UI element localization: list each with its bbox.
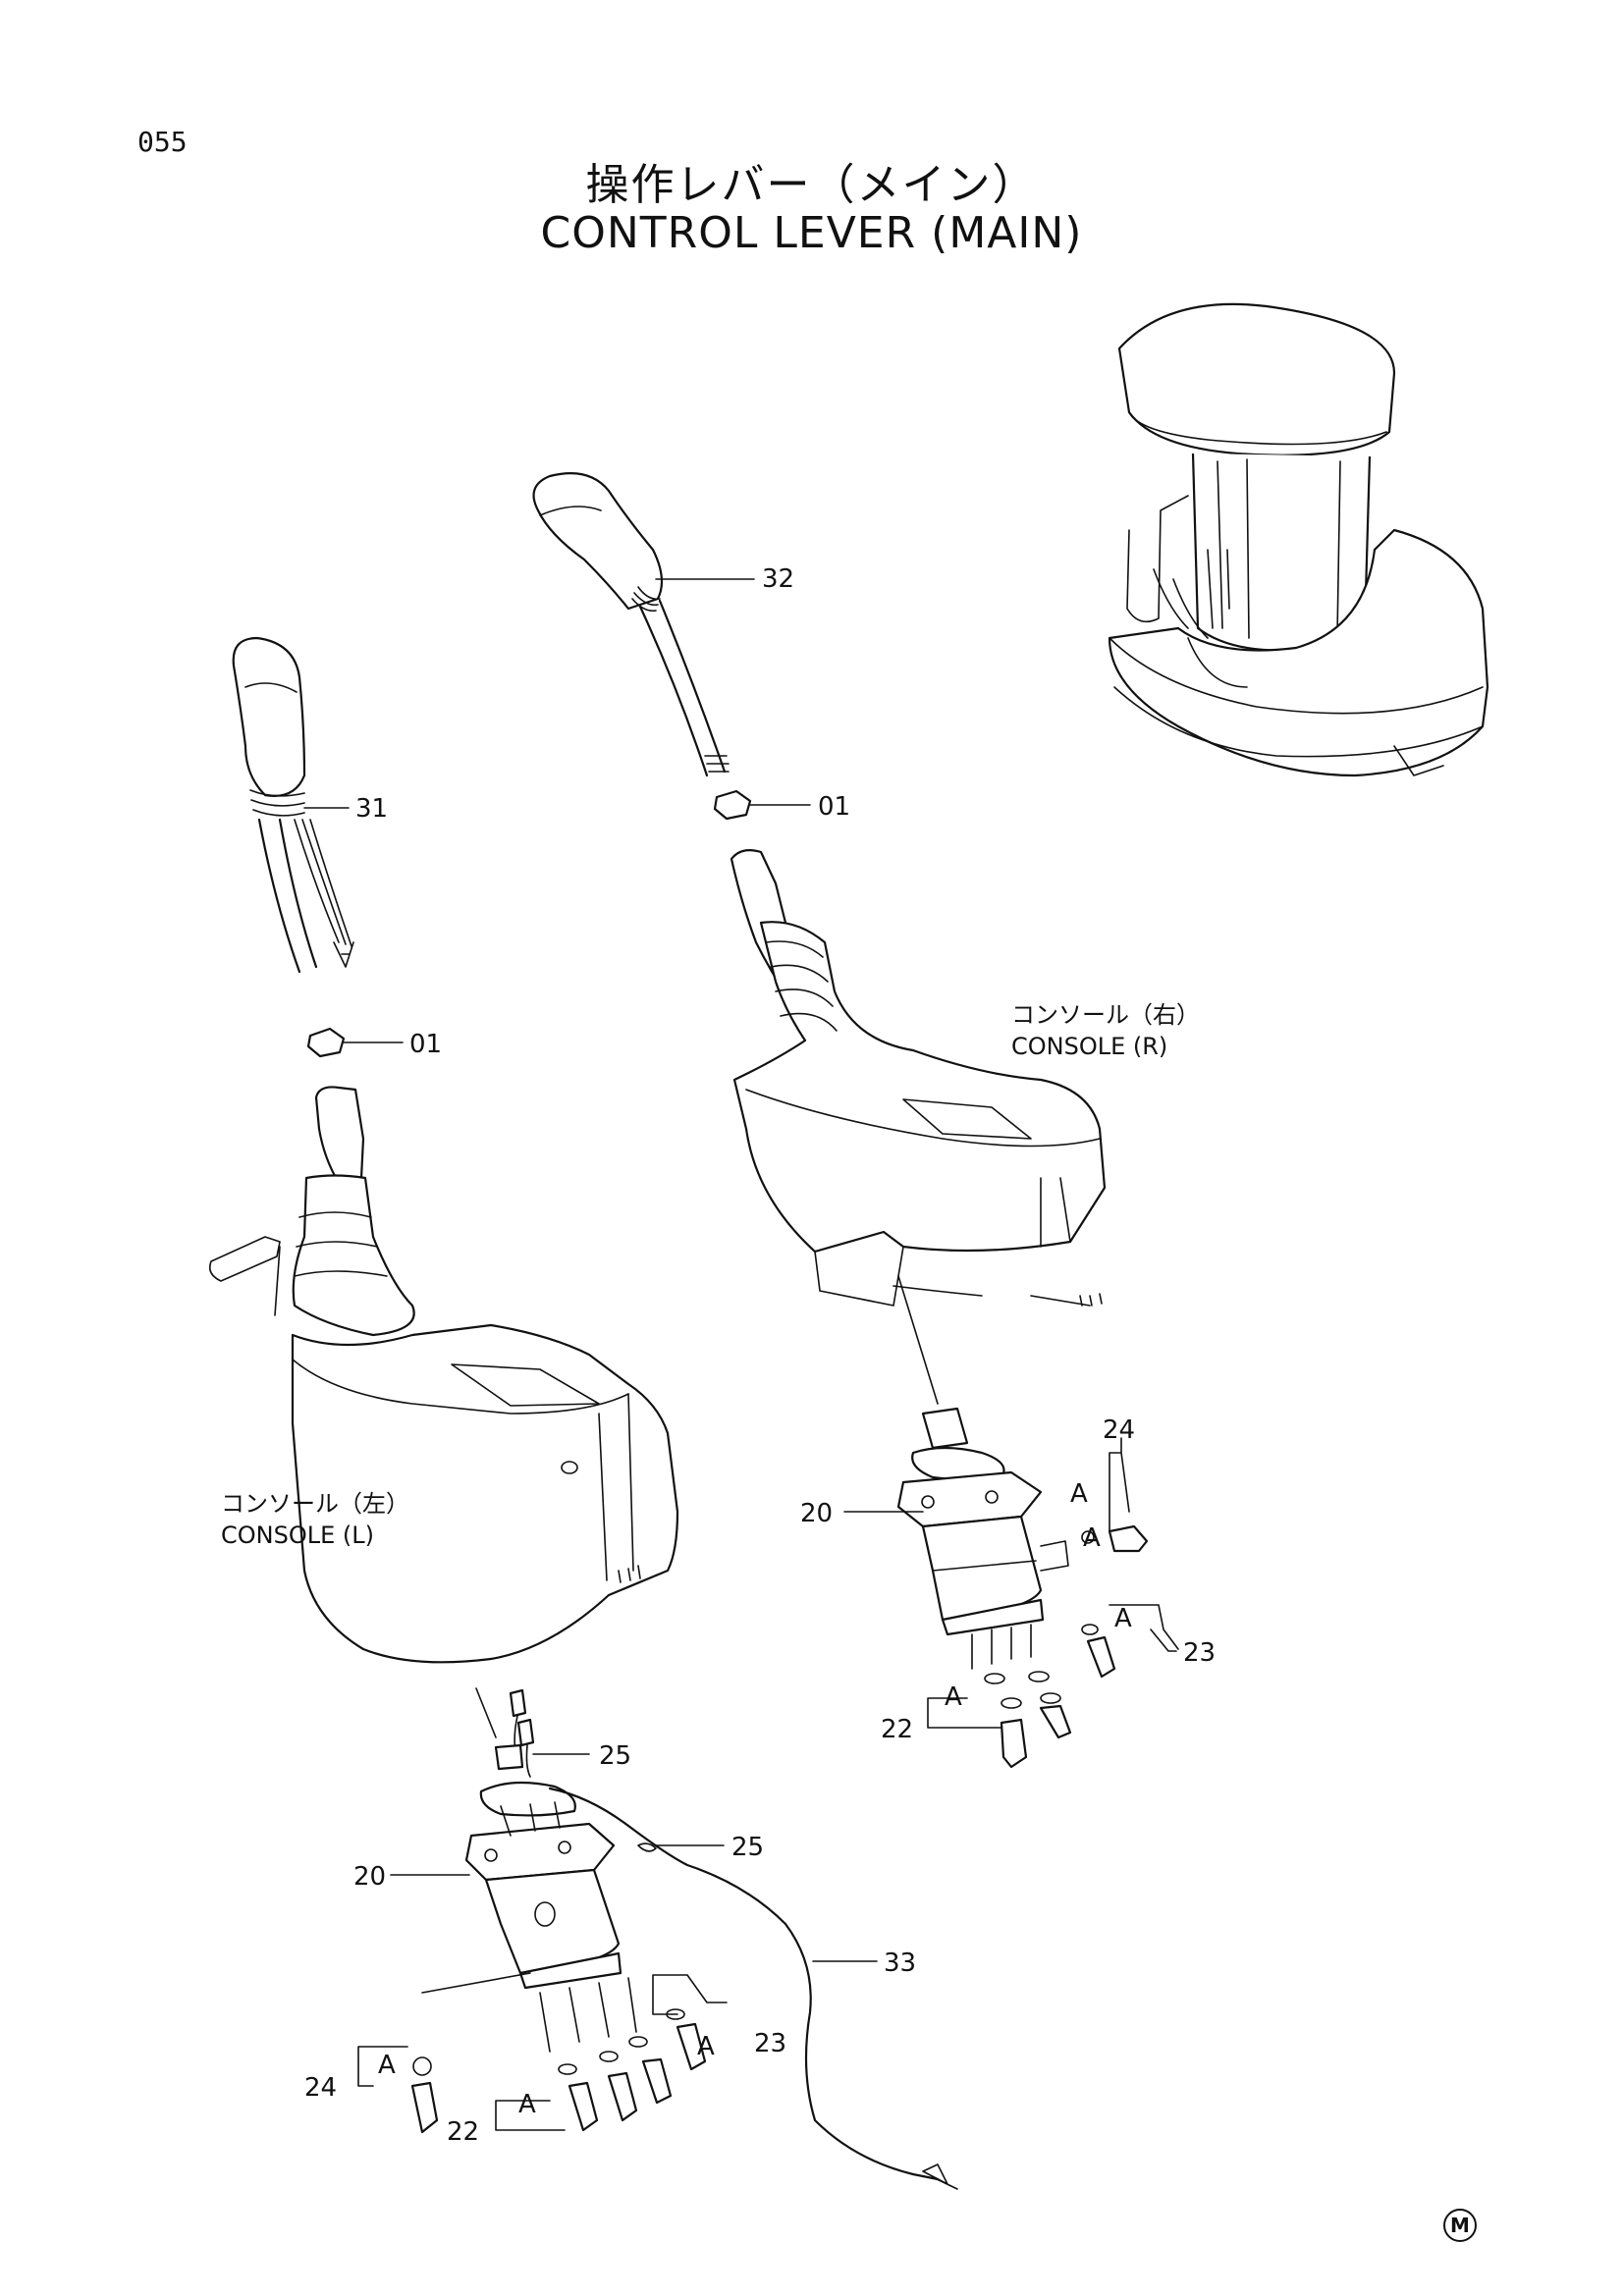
right-lever-grip-illustration	[532, 472, 752, 821]
callout-25-lower: 25	[731, 1833, 764, 1862]
callout-01-right: 01	[818, 792, 850, 822]
callout-32: 32	[762, 564, 794, 594]
ref-letter-a: A	[378, 2051, 396, 2080]
right-pilot-valve-illustration	[896, 1275, 1149, 1769]
console-left-label: CONSOLE (L)	[221, 1522, 374, 1549]
ref-letter-a: A	[518, 2090, 536, 2119]
right-console-illustration	[730, 849, 1107, 1307]
left-lever-grip-illustration	[232, 636, 354, 1058]
callout-22-right: 22	[881, 1715, 913, 1744]
leader-lines	[303, 578, 1179, 2131]
callout-33: 33	[884, 1949, 916, 1978]
console-left-label-japanese: コンソール（左）	[221, 1490, 409, 1518]
callout-23-right: 23	[1183, 1638, 1216, 1668]
callout-22-left: 22	[447, 2117, 479, 2147]
cab-overview-illustration	[1108, 302, 1489, 777]
callout-20-left: 20	[353, 1862, 386, 1892]
circled-m-mark: M	[1443, 2209, 1477, 2242]
callout-01-left: 01	[409, 1030, 442, 1059]
callout-23-left: 23	[754, 2029, 786, 2058]
callout-24-right: 24	[1103, 1415, 1135, 1445]
page-number: 055	[137, 126, 188, 158]
left-pilot-valve-illustration	[410, 1687, 958, 2190]
page-title: CONTROL LEVER (MAIN)	[540, 208, 1083, 258]
console-right-label-japanese: コンソール（右）	[1011, 1001, 1200, 1029]
ref-letter-a: A	[945, 1682, 962, 1712]
ref-letter-a: A	[1083, 1523, 1101, 1553]
callout-31: 31	[355, 794, 388, 824]
left-console-illustration	[208, 1086, 679, 1664]
ref-letter-a: A	[1114, 1604, 1132, 1633]
callout-20-right: 20	[800, 1499, 833, 1528]
callout-25-upper: 25	[599, 1741, 631, 1771]
page-title-japanese: 操作レバー（メイン）	[585, 160, 1038, 210]
console-right-label: CONSOLE (R)	[1011, 1033, 1167, 1060]
callout-24-left: 24	[304, 2073, 337, 2103]
ref-letter-a: A	[1070, 1479, 1088, 1509]
ref-letter-a: A	[697, 2032, 715, 2061]
